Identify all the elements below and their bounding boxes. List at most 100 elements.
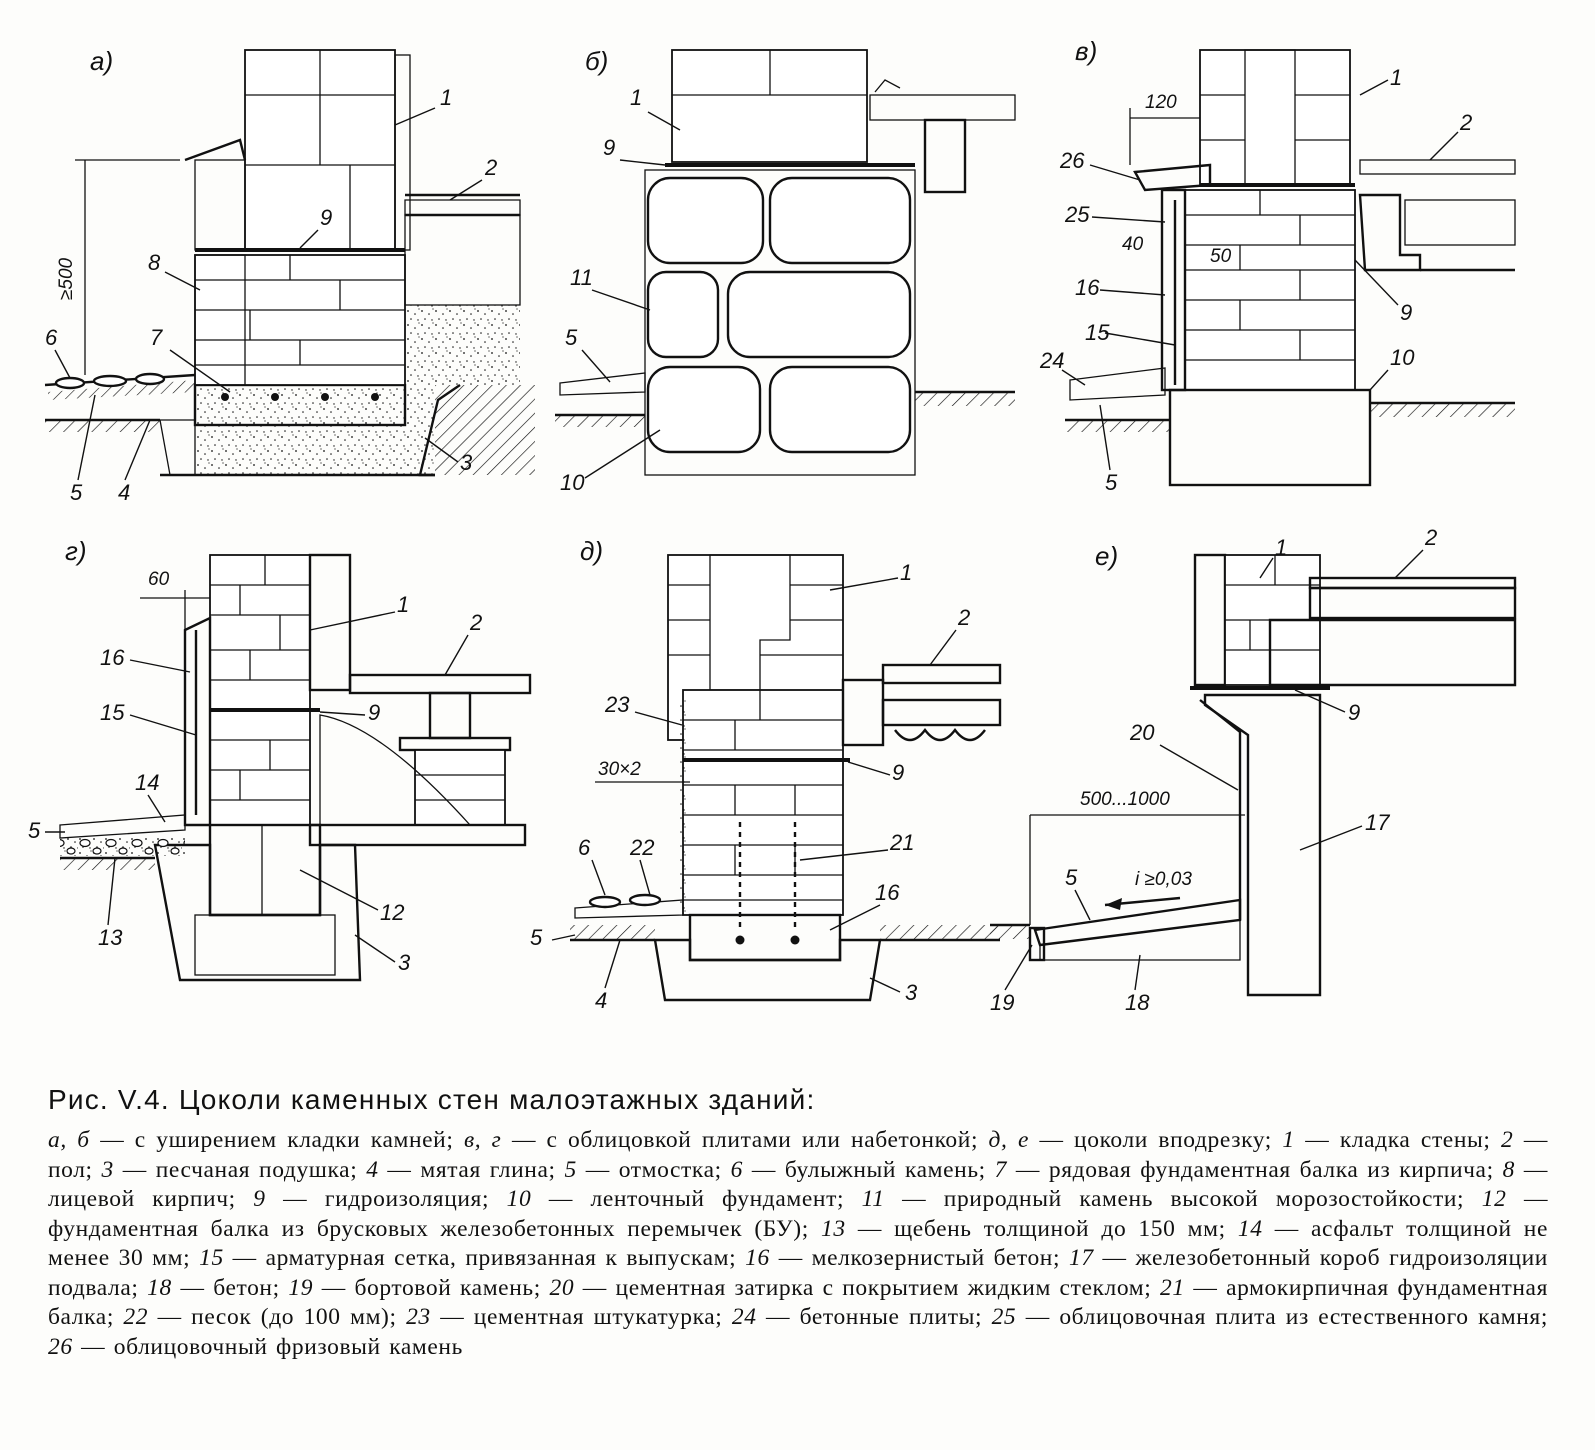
callout-label: 22	[629, 835, 654, 860]
legend-number: 18	[147, 1274, 172, 1301]
callout-label: 3	[905, 980, 918, 1005]
callout-label: 2	[1424, 525, 1437, 550]
callout-label: 3	[398, 950, 411, 975]
legend-text: булыжный камень	[784, 1156, 979, 1183]
legend-text: — с уширением кладки камней;	[89, 1127, 464, 1153]
panel-b-drawing	[555, 49, 1016, 476]
legend-text: железобетонный короб гидроизоляции подва…	[48, 1245, 1548, 1301]
panel-c-drawing	[1065, 49, 1516, 487]
callout-label: 18	[1125, 990, 1150, 1015]
legend-text: фундаментная балка из брусковых железобе…	[48, 1215, 802, 1242]
callout-label: 5	[1105, 470, 1118, 495]
legend-text: ленточный фундамент	[590, 1186, 837, 1212]
callout-label: 4	[118, 480, 130, 505]
legend-number: 4	[366, 1156, 379, 1183]
legend-key: д, е	[988, 1127, 1030, 1153]
callout-label: 2	[469, 610, 482, 635]
callout-label: 9	[892, 760, 904, 785]
callout-label: 20	[1129, 720, 1155, 745]
panel-f-letter: е)	[1095, 541, 1118, 571]
legend-number: 15	[199, 1245, 224, 1271]
legend-number: 16	[745, 1245, 770, 1271]
panel-f-drawing	[990, 553, 1517, 997]
panel-e-letter: д)	[580, 536, 603, 566]
legend-number: 2	[1501, 1127, 1514, 1153]
callout-label: 23	[604, 692, 630, 717]
panel-f-labels: е) 1 2 9 20 17 5 19 18 500...1000 i ≥0,0…	[990, 525, 1437, 1015]
legend-number: 19	[288, 1274, 314, 1301]
callout-label: 5	[28, 818, 41, 843]
callout-label: 9	[1348, 700, 1360, 725]
legend-text: армокирпичная фундаментная балка	[48, 1274, 1548, 1331]
legend-text: цементная затирка с покрытием жидким сте…	[615, 1274, 1145, 1301]
callout-label: 12	[380, 900, 404, 925]
panel-b-labels: б) 1 9 11 5 10	[560, 46, 681, 495]
callout-label: 1	[1275, 535, 1287, 560]
legend-number: 26	[48, 1333, 73, 1360]
legend-text: — цоколи вподрезку;	[1029, 1127, 1283, 1153]
callout-label: 2	[484, 155, 497, 180]
legend-text: отмостка	[618, 1156, 715, 1183]
callout-label: 4	[595, 988, 607, 1013]
callout-label: 5	[70, 480, 83, 505]
legend-number: 20	[549, 1274, 575, 1301]
legend-number: 24	[731, 1304, 757, 1330]
legend-text: арматурная сетка, привязанная к выпускам	[265, 1245, 730, 1271]
callout-label: 16	[1075, 275, 1100, 300]
legend-text: бортовой камень	[354, 1274, 534, 1301]
legend-number: 6	[730, 1156, 743, 1183]
panel-b-letter: б)	[585, 46, 608, 76]
legend-key: в, г	[463, 1127, 502, 1153]
dimension-label: ≥500	[56, 257, 77, 300]
callout-label: 16	[100, 645, 125, 670]
legend-number: 21	[1159, 1274, 1185, 1301]
dimension-label: 60	[148, 569, 170, 590]
technical-drawing: а) 1 2 9 8 7 6 5 4 3 ≥500	[28, 36, 1517, 1015]
callout-label: 3	[460, 450, 473, 475]
legend-text: — с облицовкой плитами или набетонкой;	[501, 1127, 989, 1153]
callout-label: 26	[1059, 148, 1085, 173]
callout-label: 5	[565, 325, 578, 350]
figure-caption: Рис. V.4. Цоколи каменных стен малоэтажн…	[48, 1084, 1548, 1362]
dimension-label: 500...1000	[1080, 789, 1170, 810]
callout-label: 8	[148, 250, 161, 275]
callout-label: 15	[100, 700, 125, 725]
caption-legend: а, б — с уширением кладки камней; в, г —…	[48, 1127, 1549, 1360]
legend-key: а, б	[48, 1127, 90, 1153]
legend-text: щебень толщиной до 150 мм	[894, 1215, 1219, 1242]
legend-number: 9	[253, 1186, 266, 1212]
legend-number: 17	[1068, 1245, 1094, 1271]
legend-text: мятая глина	[420, 1156, 549, 1183]
callout-label: 11	[570, 265, 593, 290]
callout-label: 10	[560, 470, 585, 495]
callout-label: 9	[603, 135, 615, 160]
callout-label: 25	[1064, 202, 1090, 227]
callout-label: 19	[990, 990, 1014, 1015]
panel-e-drawing	[570, 554, 1002, 1002]
callout-label: 9	[1400, 300, 1412, 325]
dimension-label: 50	[1210, 246, 1232, 267]
legend-text: песчаная подушка	[155, 1156, 351, 1183]
legend-text: гидроизоляция	[324, 1186, 482, 1212]
legend-number: 8	[1502, 1156, 1515, 1183]
callout-label: 21	[889, 830, 914, 855]
legend-text: облицовочный фризовый камень	[113, 1333, 463, 1360]
legend-text: асфальт толщиной не менее 30 мм	[48, 1215, 1548, 1272]
callout-label: 2	[957, 605, 970, 630]
callout-label: 6	[578, 835, 591, 860]
legend-text: лицевой кирпич	[48, 1186, 229, 1212]
legend-number: 13	[820, 1215, 846, 1242]
legend-number: 23	[406, 1304, 431, 1330]
legend-number: 7	[994, 1156, 1008, 1183]
panel-d-labels: г) 16 15 14 5 13 1 2 9 12 3 60	[28, 536, 482, 975]
panel-c-labels: в) 1 2 26 25 16 15 24 5 9 10 120 40 50	[1039, 36, 1472, 495]
legend-number: 10	[506, 1186, 532, 1212]
legend-number: 14	[1237, 1215, 1263, 1242]
legend-number: 1	[1282, 1127, 1295, 1153]
legend-text: цементная штукатурка	[473, 1304, 716, 1330]
dimension-label: 30×2	[598, 759, 641, 780]
legend-text: мелкозернистый бетон	[811, 1245, 1053, 1271]
legend-number: 5	[564, 1156, 577, 1183]
panel-d-letter: г)	[65, 536, 86, 566]
